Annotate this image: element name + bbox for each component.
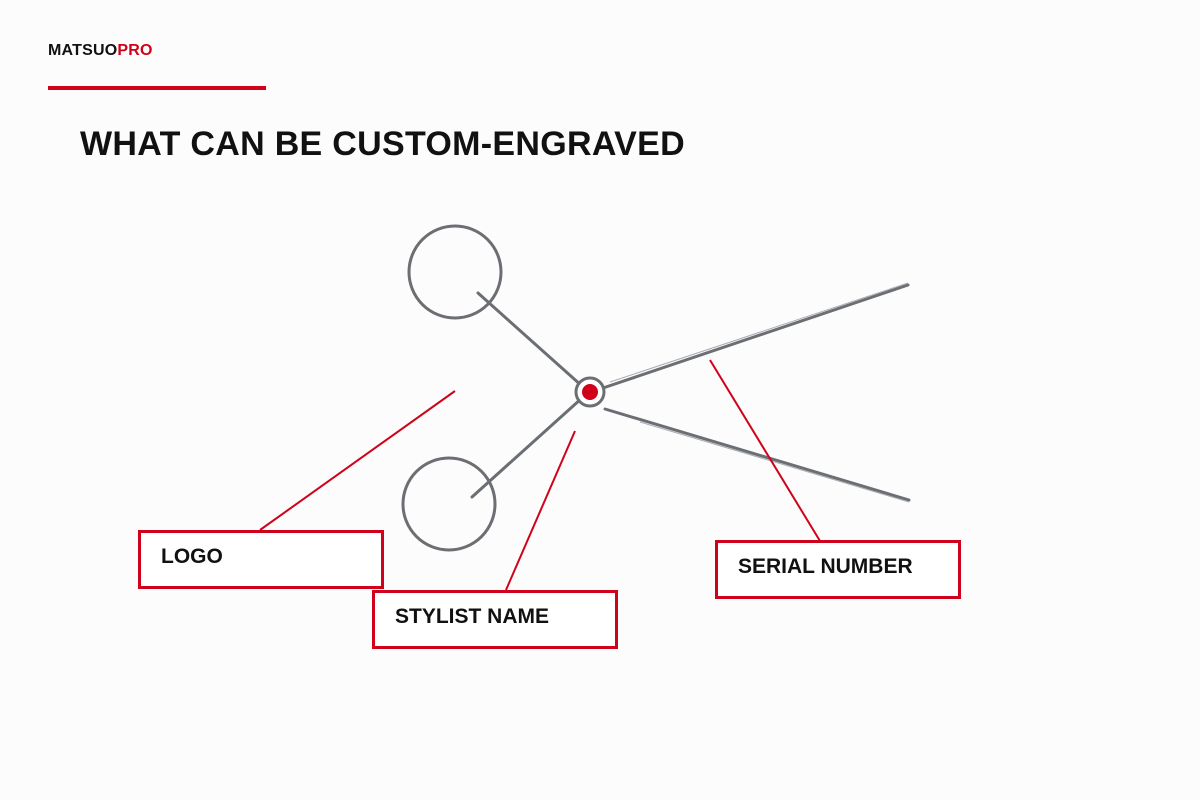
scissors-upper-blade-edge (609, 282, 909, 383)
logo-leader-line (259, 390, 456, 531)
pivot-screw-dot (582, 384, 598, 400)
page-title: WHAT CAN BE CUSTOM-ENGRAVED (80, 125, 685, 163)
brand-name-primary: MATSUO (48, 42, 118, 59)
scissors-upper-shank (476, 291, 584, 388)
scissors-lower-ring (401, 456, 497, 552)
serial-leader-line (709, 359, 821, 542)
serial-number-label-box: SERIAL NUMBER (715, 540, 961, 599)
scissors-upper-ring (407, 224, 503, 320)
scissors-lower-blade-edge (639, 421, 910, 503)
stylist-leader-line (505, 430, 576, 591)
scissors-upper-blade (601, 283, 910, 390)
logo-label-box: LOGO (138, 530, 384, 589)
logo-label: LOGO (161, 545, 223, 568)
serial-number-label: SERIAL NUMBER (738, 555, 913, 578)
scissors-lower-shank (470, 396, 584, 499)
brand-name-accent: PRO (117, 42, 153, 59)
brand-logo: MATSUOPRO (48, 42, 153, 60)
stylist-name-label: STYLIST NAME (395, 605, 550, 628)
stylist-name-label-box: STYLIST NAME (372, 590, 618, 649)
brand-underline (48, 86, 266, 90)
scissors-lower-blade (603, 407, 911, 502)
